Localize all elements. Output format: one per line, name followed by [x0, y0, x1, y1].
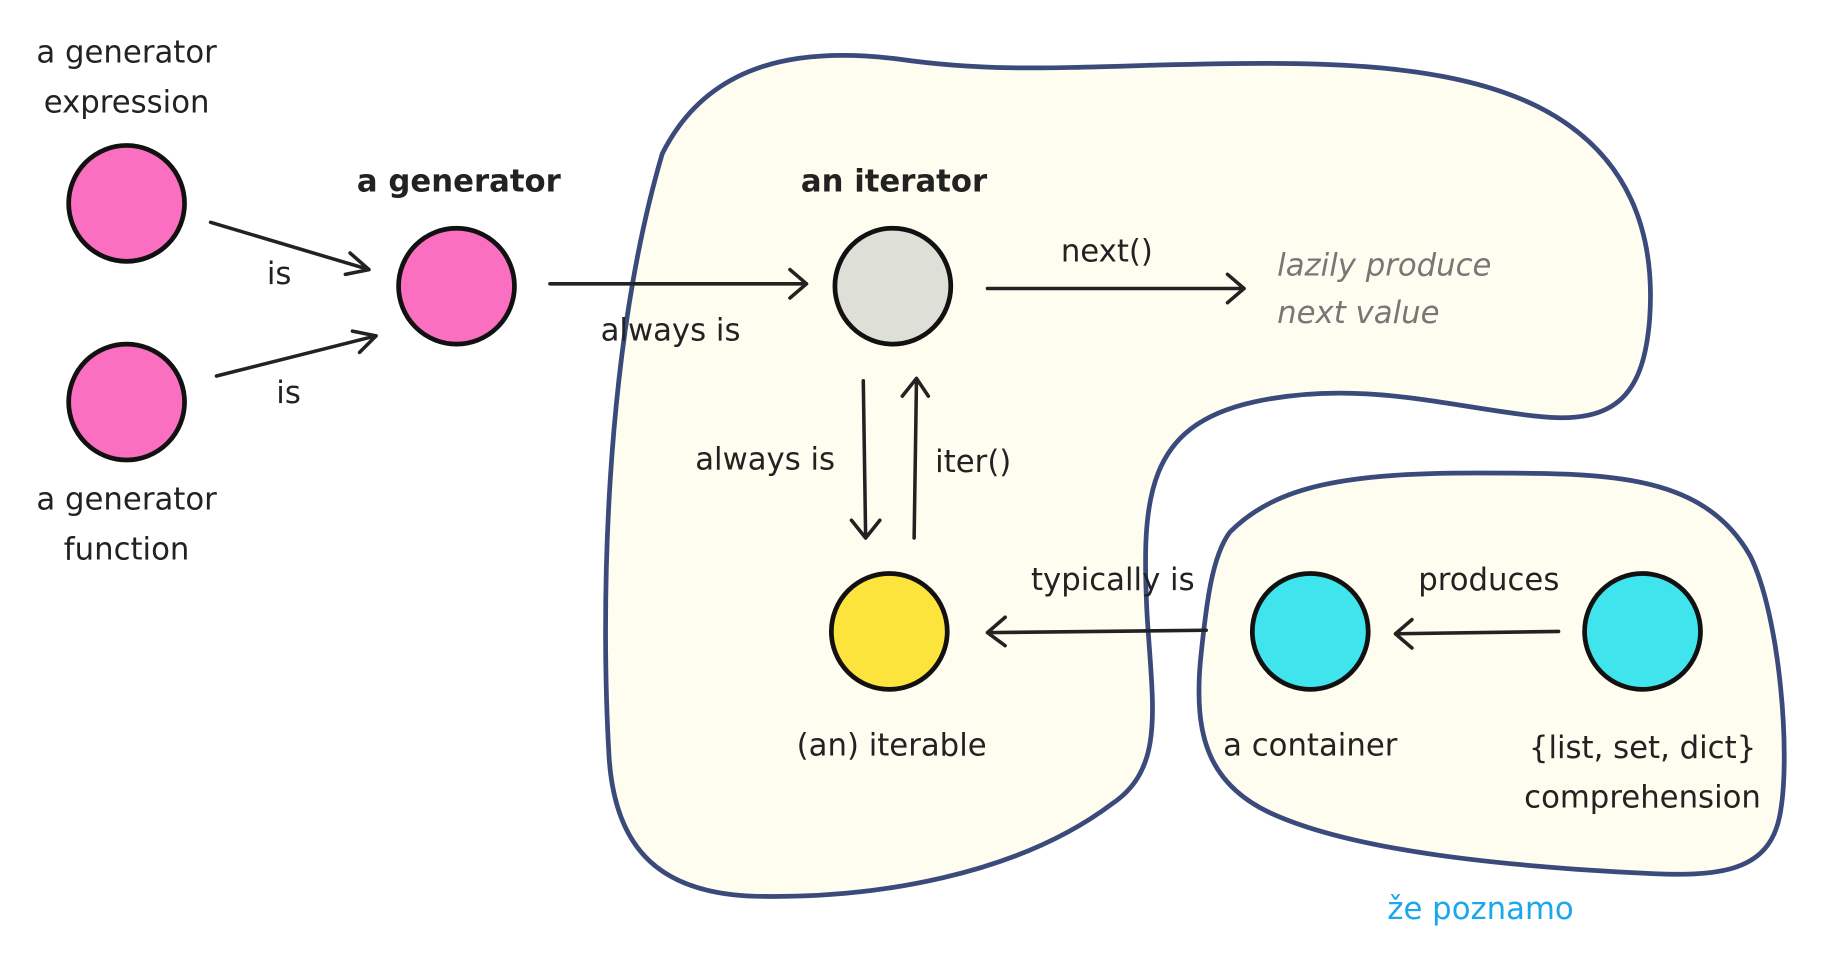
comprehension-node — [1582, 571, 1703, 692]
generator-label: a generator — [357, 164, 562, 200]
iterator-label: an iterator — [801, 164, 988, 200]
footnote: že poznamo — [1387, 891, 1573, 927]
arrow-typically-is — [985, 615, 1208, 648]
generator-expression-label-2: expression — [44, 84, 210, 120]
container-label: a container — [1223, 728, 1398, 764]
iterable-label: (an) iterable — [797, 728, 987, 764]
edge-label-iterator-always-is: always is — [695, 441, 835, 477]
generator-function-label-2: function — [64, 531, 190, 567]
arrow-generator-to-iterator — [548, 267, 809, 300]
edge-label-generator-always-is: always is — [601, 313, 741, 349]
arrow-iter — [900, 376, 931, 540]
annotation-line-1: lazily produce — [1277, 248, 1491, 284]
edge-label-expr-is: is — [267, 256, 292, 292]
edge-label-typically-is: typically is — [1031, 562, 1195, 598]
container-node — [1249, 571, 1371, 692]
generator-expression-node — [66, 143, 187, 264]
edge-label-func-is: is — [276, 375, 301, 411]
annotation-line-2: next value — [1277, 295, 1439, 331]
generator-function-node — [66, 341, 187, 463]
iterator-node — [832, 225, 954, 347]
arrow-iterator-to-iterable — [849, 378, 882, 540]
generator-node — [396, 225, 517, 347]
comprehension-label-2: comprehension — [1524, 780, 1761, 816]
arrow-produces — [1393, 617, 1561, 650]
edge-label-produces: produces — [1418, 562, 1559, 598]
edge-label-iter: iter() — [935, 444, 1011, 480]
arrow-func-to-generator — [214, 329, 378, 378]
edge-label-next: next() — [1061, 233, 1153, 269]
arrow-next — [985, 272, 1246, 305]
generator-function-label-1: a generator — [36, 482, 217, 518]
generator-expression-label-1: a generator — [36, 35, 217, 71]
iterable-node — [828, 571, 950, 692]
arrow-expr-to-generator — [208, 220, 371, 277]
comprehension-label-1: {list, set, dict} — [1529, 730, 1756, 766]
